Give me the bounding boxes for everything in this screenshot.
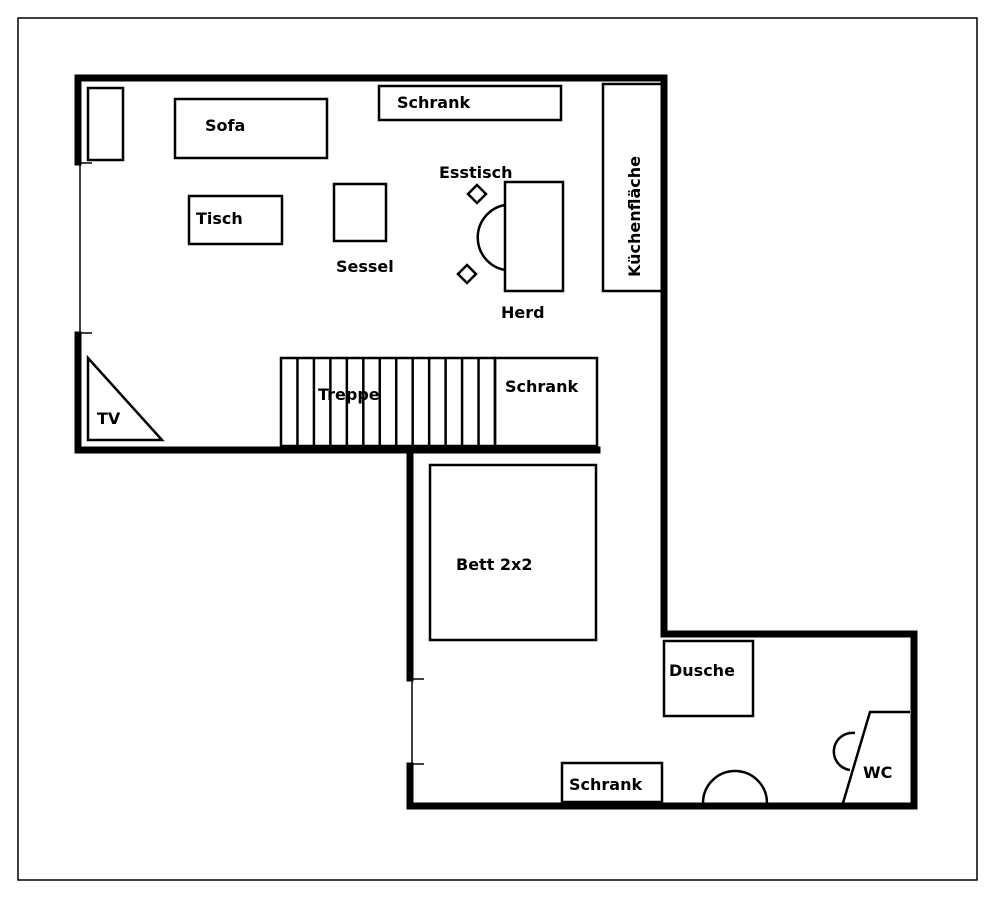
tisch xyxy=(187,194,284,246)
sofa xyxy=(173,97,329,160)
tv-label: TV xyxy=(97,409,121,428)
frame xyxy=(17,17,978,881)
tv xyxy=(86,354,165,442)
wc-partition xyxy=(841,710,910,804)
sessel-label: Sessel xyxy=(336,257,394,276)
tisch-label: Tisch xyxy=(196,209,243,228)
schrank-top-label: Schrank xyxy=(397,93,470,112)
bett-label: Bett 2x2 xyxy=(456,555,533,574)
schrank-mid-label: Schrank xyxy=(505,377,578,396)
herd-label: Herd xyxy=(501,303,545,322)
schrank-bottom xyxy=(560,761,664,804)
dusche xyxy=(662,639,755,718)
dusche-label: Dusche xyxy=(669,661,735,680)
kuechenflaeche-label: Küchenfläche xyxy=(625,156,644,277)
schrank-bottom-label: Schrank xyxy=(569,775,642,794)
wc-door-swing xyxy=(832,731,856,772)
bett xyxy=(428,463,598,642)
chair-icon xyxy=(466,183,488,205)
herd xyxy=(503,180,565,293)
kuechenflaeche xyxy=(601,82,666,293)
treppe xyxy=(279,356,497,448)
chair-icon xyxy=(456,263,478,285)
cabinet-small xyxy=(86,86,125,162)
treppe-label: Treppe xyxy=(318,385,380,404)
schrank-top xyxy=(377,84,563,122)
sink xyxy=(701,769,769,804)
esstisch-table xyxy=(476,203,506,272)
sessel xyxy=(332,182,388,243)
esstisch-label: Esstisch xyxy=(439,163,513,182)
schrank-mid xyxy=(493,356,599,448)
wc-label: WC xyxy=(863,763,892,782)
sofa-label: Sofa xyxy=(205,116,245,135)
